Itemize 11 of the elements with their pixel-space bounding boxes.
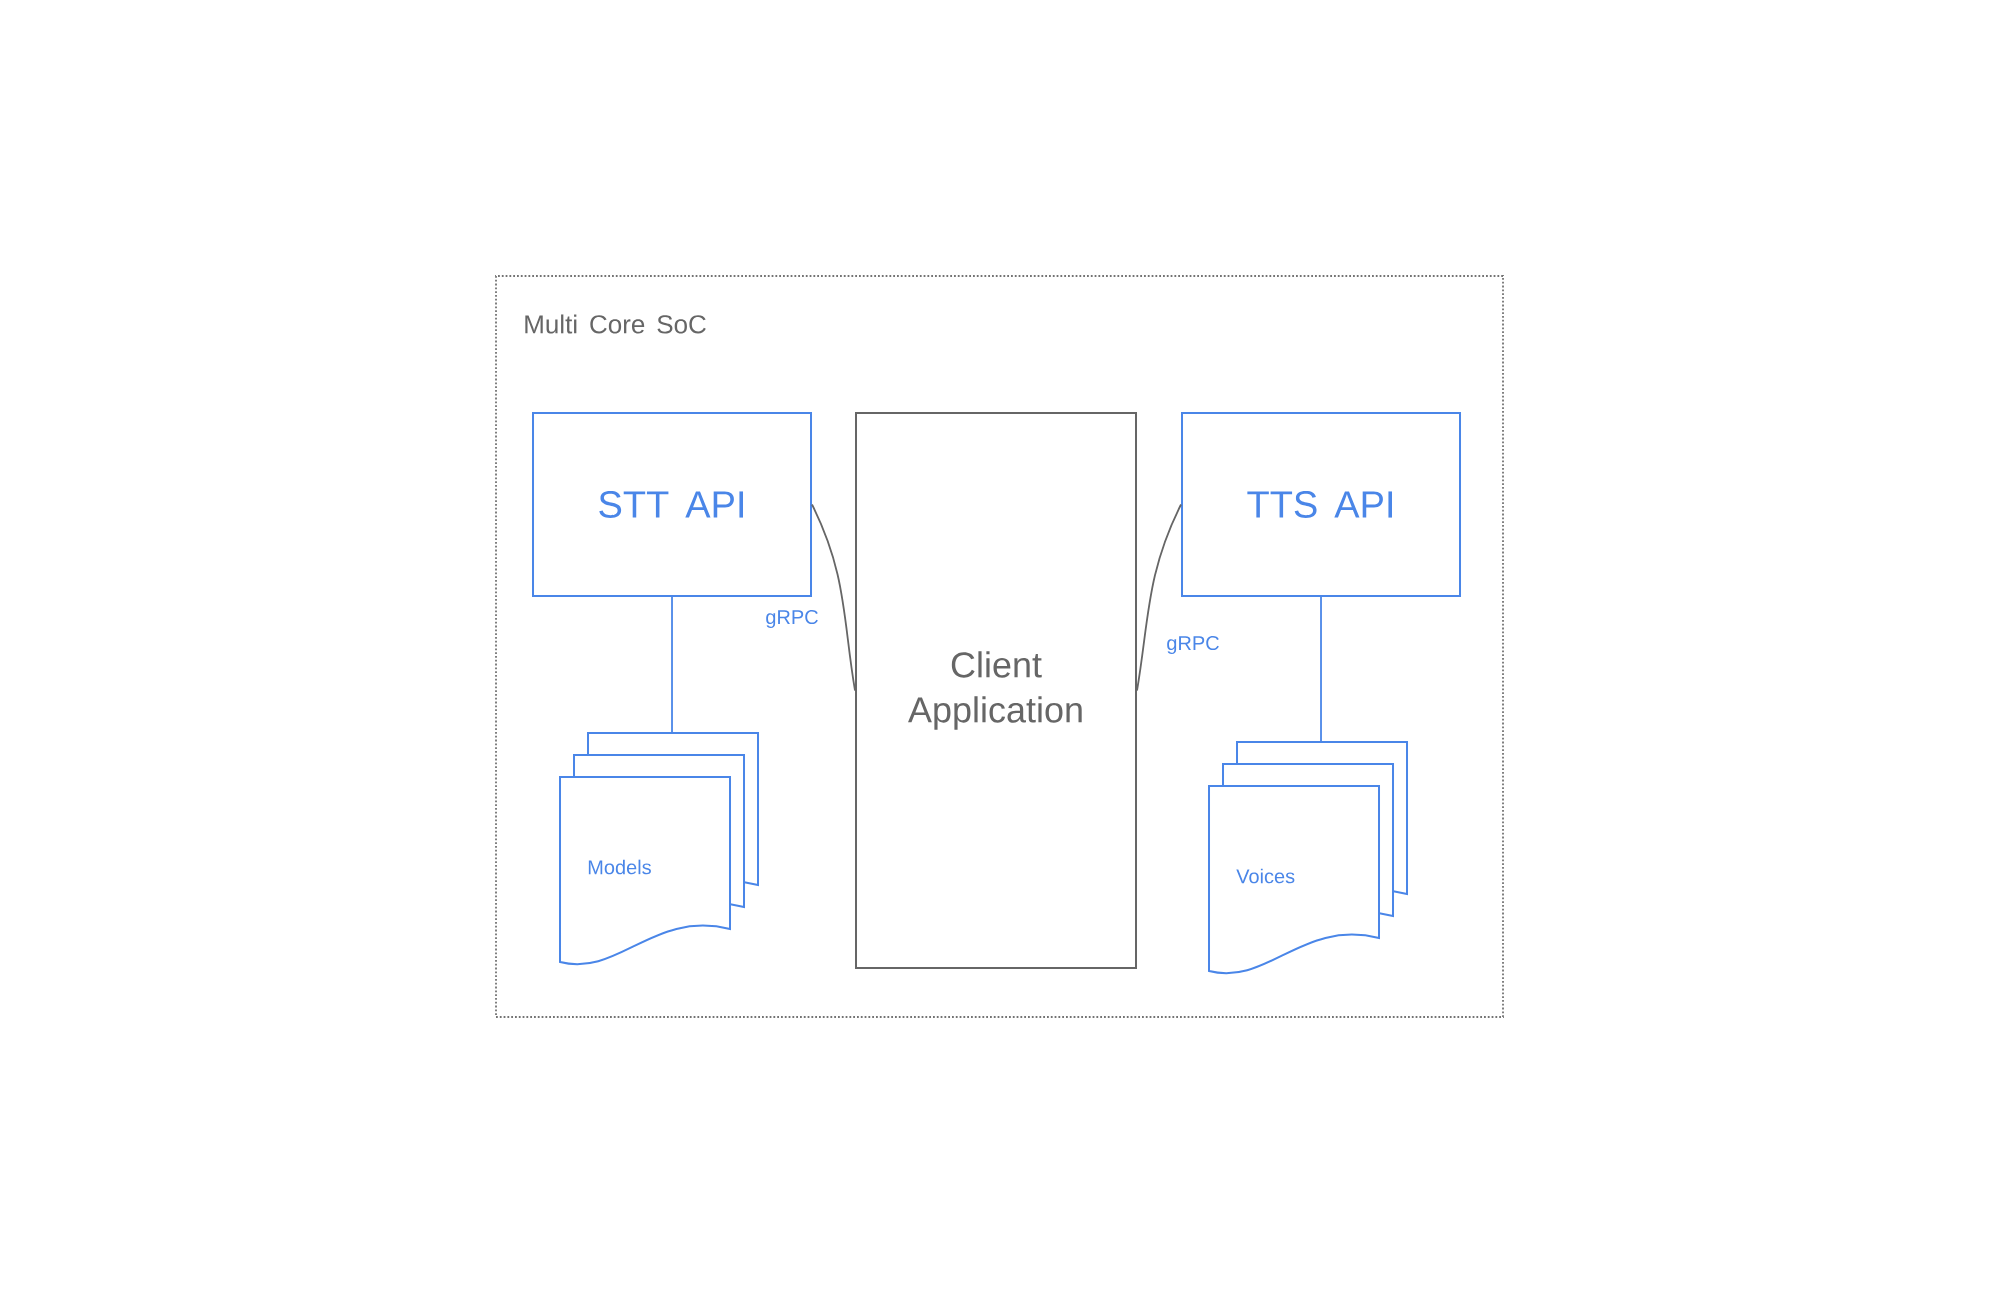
document-stack: Voices: [1208, 741, 1408, 975]
application-box: Client Application: [855, 412, 1137, 969]
api-box: TTS API: [1181, 412, 1461, 597]
connector-curve: [811, 503, 856, 692]
connector-line: [671, 596, 673, 734]
api-box: STT API: [532, 412, 812, 597]
edge-label: gRPC: [1165, 634, 1221, 656]
document-stack: Models: [559, 732, 759, 966]
connector-curve: [1136, 503, 1182, 692]
connector-line: [1320, 596, 1322, 743]
edge-label: gRPC: [764, 608, 820, 630]
